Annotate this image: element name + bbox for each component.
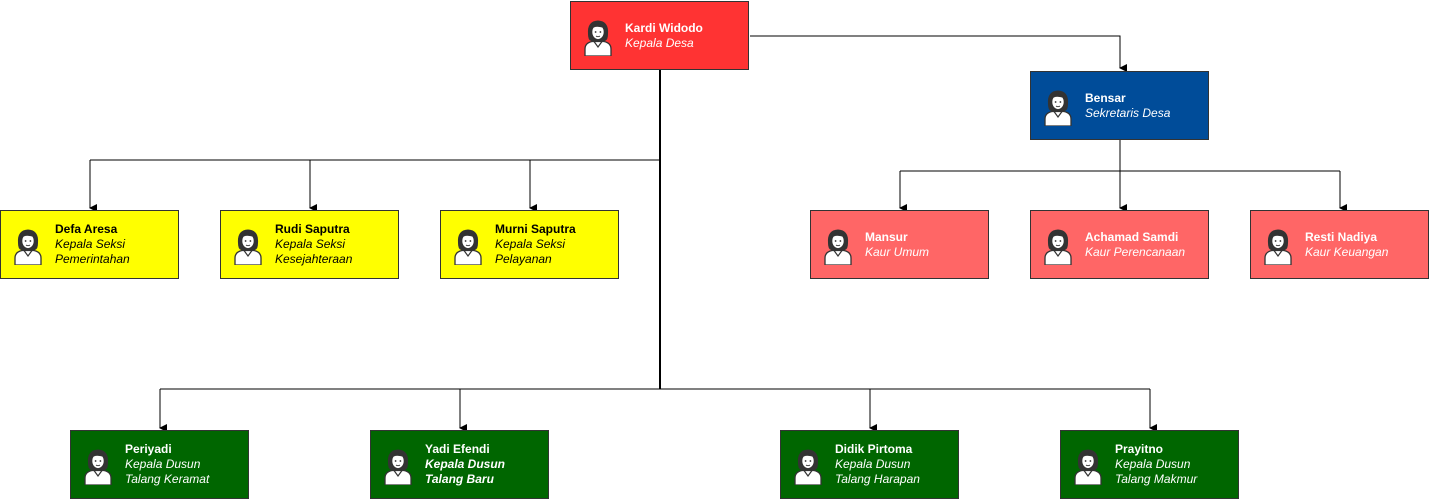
node-role-detail: Talang Makmur bbox=[1115, 472, 1198, 486]
person-avatar-icon bbox=[1044, 89, 1072, 126]
node-role: Kaur Perencanaan bbox=[1085, 244, 1186, 259]
person-avatar-icon bbox=[14, 228, 42, 265]
node-role: Kaur Umum bbox=[865, 244, 930, 259]
node-role-detail: Pelayanan bbox=[495, 252, 552, 266]
node-kaur-perencanaan[interactable]: Achamad Samdi Kaur Perencanaan bbox=[1030, 210, 1209, 279]
person-avatar-icon bbox=[1264, 228, 1292, 265]
node-name: Defa Aresa bbox=[55, 222, 118, 236]
node-kaur-keuangan[interactable]: Resti Nadiya Kaur Keuangan bbox=[1250, 210, 1429, 279]
node-kepala-desa[interactable]: Kardi Widodo Kepala Desa bbox=[570, 1, 749, 70]
node-kasi-kesejahteraan[interactable]: Rudi Saputra Kepala Seksi Kesejahteraan bbox=[220, 210, 399, 279]
person-avatar-icon bbox=[84, 448, 112, 485]
node-role: Kepala Dusun bbox=[425, 457, 506, 471]
person-avatar-icon bbox=[584, 19, 612, 56]
node-name: Prayitno bbox=[1115, 442, 1164, 456]
node-kadus-talang-keramat[interactable]: Periyadi Kepala Dusun Talang Keramat bbox=[70, 430, 249, 499]
node-role: Kepala Dusun bbox=[835, 457, 911, 471]
node-role-detail: Pemerintahan bbox=[55, 252, 130, 266]
person-avatar-icon bbox=[234, 228, 262, 265]
node-kasi-pemerintahan[interactable]: Defa Aresa Kepala Seksi Pemerintahan bbox=[0, 210, 179, 279]
person-avatar-icon bbox=[1074, 448, 1102, 485]
node-kaur-umum[interactable]: Mansur Kaur Umum bbox=[810, 210, 989, 279]
node-name: Mansur bbox=[865, 229, 908, 244]
node-role-detail: Kesejahteraan bbox=[275, 252, 353, 266]
node-role: Kepala Dusun bbox=[125, 457, 201, 471]
node-name: Rudi Saputra bbox=[275, 222, 350, 236]
node-role: Sekretaris Desa bbox=[1085, 105, 1171, 120]
node-role-detail: Talang Harapan bbox=[835, 472, 920, 486]
node-role: Kepala Seksi bbox=[495, 237, 566, 251]
node-name: Bensar bbox=[1085, 90, 1126, 105]
node-role: Kepala Seksi bbox=[55, 237, 126, 251]
node-kadus-talang-baru[interactable]: Yadi Efendi Kepala Dusun Talang Baru bbox=[370, 430, 549, 499]
person-avatar-icon bbox=[794, 448, 822, 485]
person-avatar-icon bbox=[1044, 228, 1072, 265]
node-kasi-pelayanan[interactable]: Murni Saputra Kepala Seksi Pelayanan bbox=[440, 210, 619, 279]
node-role: Kepala Desa bbox=[625, 35, 694, 50]
node-name: Kardi Widodo bbox=[625, 20, 703, 35]
node-name: Achamad Samdi bbox=[1085, 229, 1179, 244]
node-sekretaris-desa[interactable]: Bensar Sekretaris Desa bbox=[1030, 71, 1209, 140]
person-avatar-icon bbox=[454, 228, 482, 265]
node-name: Periyadi bbox=[125, 442, 172, 456]
node-role: Kepala Dusun bbox=[1115, 457, 1191, 471]
node-name: Yadi Efendi bbox=[425, 442, 490, 456]
node-name: Didik Pirtoma bbox=[835, 442, 913, 456]
node-name: Resti Nadiya bbox=[1305, 229, 1378, 244]
node-role-detail: Talang Keramat bbox=[125, 472, 210, 486]
connector-head-secretary bbox=[750, 35, 1127, 72]
person-avatar-icon bbox=[824, 228, 852, 265]
node-role: Kaur Keuangan bbox=[1305, 244, 1389, 259]
node-role: Kepala Seksi bbox=[275, 237, 346, 251]
node-role-detail: Talang Baru bbox=[425, 472, 494, 486]
node-kadus-talang-makmur[interactable]: Prayitno Kepala Dusun Talang Makmur bbox=[1060, 430, 1239, 499]
node-name: Murni Saputra bbox=[495, 222, 576, 236]
person-avatar-icon bbox=[384, 448, 412, 485]
node-kadus-talang-harapan[interactable]: Didik Pirtoma Kepala Dusun Talang Harapa… bbox=[780, 430, 959, 499]
